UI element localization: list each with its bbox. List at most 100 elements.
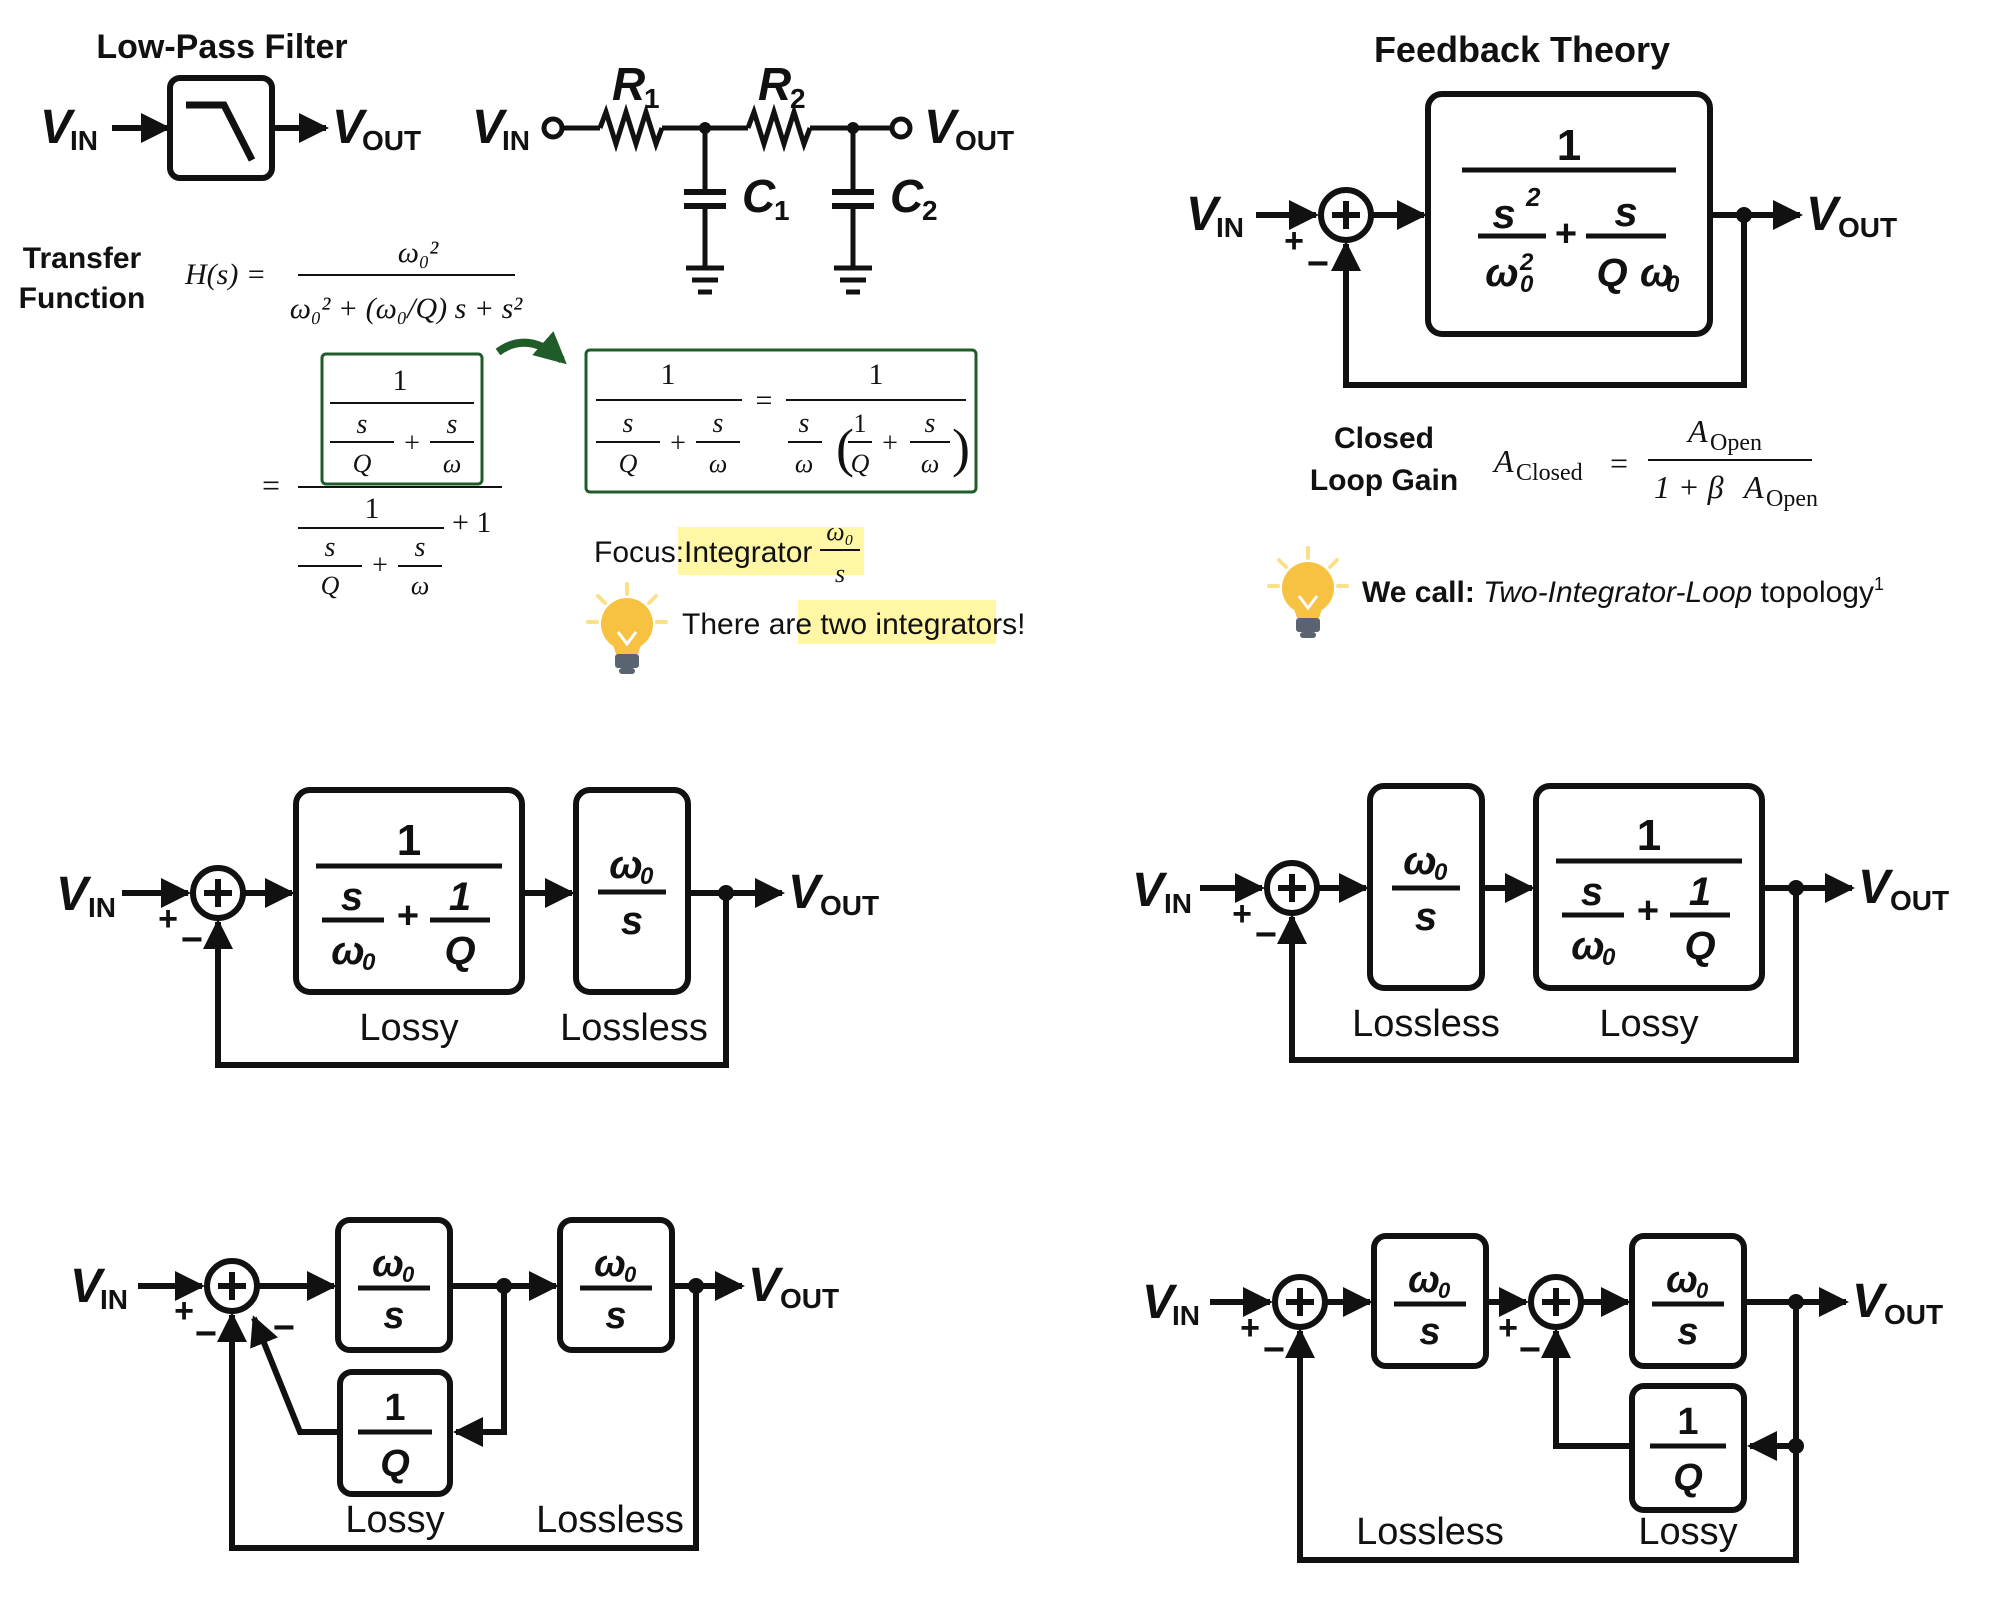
svg-text:IN: IN [1216, 212, 1244, 243]
svg-text:s: s [605, 1295, 626, 1337]
transfer-label-2: Function [19, 282, 146, 315]
svg-text:V: V [748, 1259, 784, 1312]
svg-text:Q: Q [1596, 251, 1627, 295]
svg-text:0: 0 [624, 1262, 637, 1287]
svg-text:s: s [341, 875, 363, 919]
svg-text:−: − [1255, 914, 1277, 956]
summing-junction [204, 1258, 260, 1314]
svg-text:V: V [40, 101, 76, 154]
svg-text:1: 1 [644, 83, 660, 114]
svg-text:0: 0 [1434, 859, 1448, 886]
svg-text:+: + [1555, 213, 1577, 255]
feedback-section: Feedback Theory V IN + − 1 s 2 ω 2 0 + s… [1186, 29, 1897, 638]
lightbulb-icon [586, 582, 668, 674]
svg-text:s: s [383, 1295, 404, 1337]
lossy-label: Lossy [359, 1007, 458, 1049]
svg-text:s: s [799, 408, 810, 439]
lossy-label: Lossy [345, 1499, 444, 1541]
svg-text:Open: Open [1766, 486, 1818, 512]
svg-text:Loop Gain: Loop Gain [1310, 464, 1458, 497]
svg-text:IN: IN [502, 125, 530, 156]
svg-text:2: 2 [1525, 182, 1541, 212]
transfer-label-1: Transfer [23, 242, 142, 275]
svg-text:+: + [158, 900, 178, 938]
lpf-vin-label: V IN [40, 101, 98, 156]
c2-label: C 2 [890, 170, 938, 226]
svg-text:Q: Q [619, 449, 638, 478]
svg-text:s: s [1415, 895, 1437, 939]
summing-junction [190, 865, 246, 921]
svg-text:1: 1 [449, 875, 471, 919]
svg-text:V: V [1186, 188, 1222, 241]
lightbulb-icon [1267, 546, 1349, 638]
svg-text:A: A [1742, 469, 1764, 505]
svg-text:ω: ω [411, 571, 429, 600]
feedback-title: Feedback Theory [1374, 29, 1670, 70]
lpf-section: Low-Pass Filter V IN V OUT V IN [19, 28, 1026, 674]
feedback-path [203, 893, 729, 1068]
svg-text:IN: IN [70, 125, 98, 156]
svg-text:OUT: OUT [820, 890, 879, 921]
lossy-label: Lossy [1599, 1003, 1698, 1045]
svg-text:+: + [1637, 890, 1659, 932]
svg-text:R: R [758, 58, 791, 110]
svg-text:+: + [1284, 222, 1304, 260]
svg-text:Q: Q [353, 449, 372, 478]
svg-text:0: 0 [362, 949, 376, 976]
feedback-path [1285, 1328, 1799, 1563]
svg-text:s: s [713, 408, 724, 439]
svg-text:1: 1 [774, 195, 790, 226]
svg-text:V: V [1142, 1276, 1178, 1329]
svg-text:Q: Q [380, 1443, 410, 1485]
svg-text:1: 1 [1637, 811, 1661, 860]
svg-text:V: V [1852, 1275, 1888, 1328]
svg-text:s: s [925, 408, 936, 439]
r2-label: R 2 [758, 58, 806, 114]
svg-text:ω: ω [1485, 251, 1518, 295]
svg-text:−: − [273, 1307, 295, 1349]
svg-text:0: 0 [402, 1262, 415, 1287]
svg-text:V: V [788, 866, 824, 919]
svg-text:IN: IN [1172, 1300, 1200, 1331]
green-curved-arrow [495, 331, 567, 365]
svg-text:OUT: OUT [362, 125, 421, 156]
svg-text:V: V [56, 868, 92, 921]
svg-text:V: V [924, 101, 960, 154]
svg-text:−: − [1263, 1329, 1285, 1371]
svg-text:ω: ω [1403, 839, 1436, 883]
svg-text:V: V [1858, 861, 1894, 914]
svg-text:0: 0 [1696, 1278, 1709, 1303]
tip1-text: There are two integrators! [682, 608, 1026, 641]
svg-text:0: 0 [1520, 271, 1534, 298]
lpf-box [167, 75, 275, 181]
svg-text:s: s [357, 409, 368, 440]
lpf-title: Low-Pass Filter [96, 28, 347, 66]
svg-text:OUT: OUT [780, 1283, 839, 1314]
svg-text:s: s [835, 559, 845, 588]
capacitor-c2 [832, 128, 874, 295]
svg-text:+: + [1498, 1309, 1518, 1347]
svg-text:Q: Q [444, 929, 475, 973]
plus-one: + 1 [452, 506, 491, 539]
svg-text:ω: ω [1408, 1259, 1440, 1301]
svg-text:V: V [472, 101, 508, 154]
svg-text:+: + [1240, 1309, 1260, 1347]
svg-text:Q: Q [321, 571, 340, 600]
svg-text:1: 1 [1557, 121, 1581, 170]
resistor-r1 [597, 103, 665, 153]
svg-text:1: 1 [869, 358, 884, 391]
svg-text:+: + [670, 428, 686, 459]
r1-label: R 1 [612, 58, 660, 114]
transfer-denominator: ω₀² + (ω₀/Q) s + s² [290, 292, 524, 325]
svg-text:−: − [1307, 243, 1329, 285]
svg-text:+: + [372, 550, 388, 581]
svg-text:C: C [742, 170, 776, 222]
lossless-label: Lossless [560, 1007, 708, 1049]
svg-text:IN: IN [1164, 888, 1192, 919]
vout-terminal [889, 116, 913, 140]
transfer-numerator: ω₀² [398, 236, 440, 269]
svg-text:(: ( [836, 418, 854, 478]
svg-text:2: 2 [922, 195, 938, 226]
svg-text:): ) [952, 418, 970, 478]
resistor-r2 [745, 103, 813, 153]
